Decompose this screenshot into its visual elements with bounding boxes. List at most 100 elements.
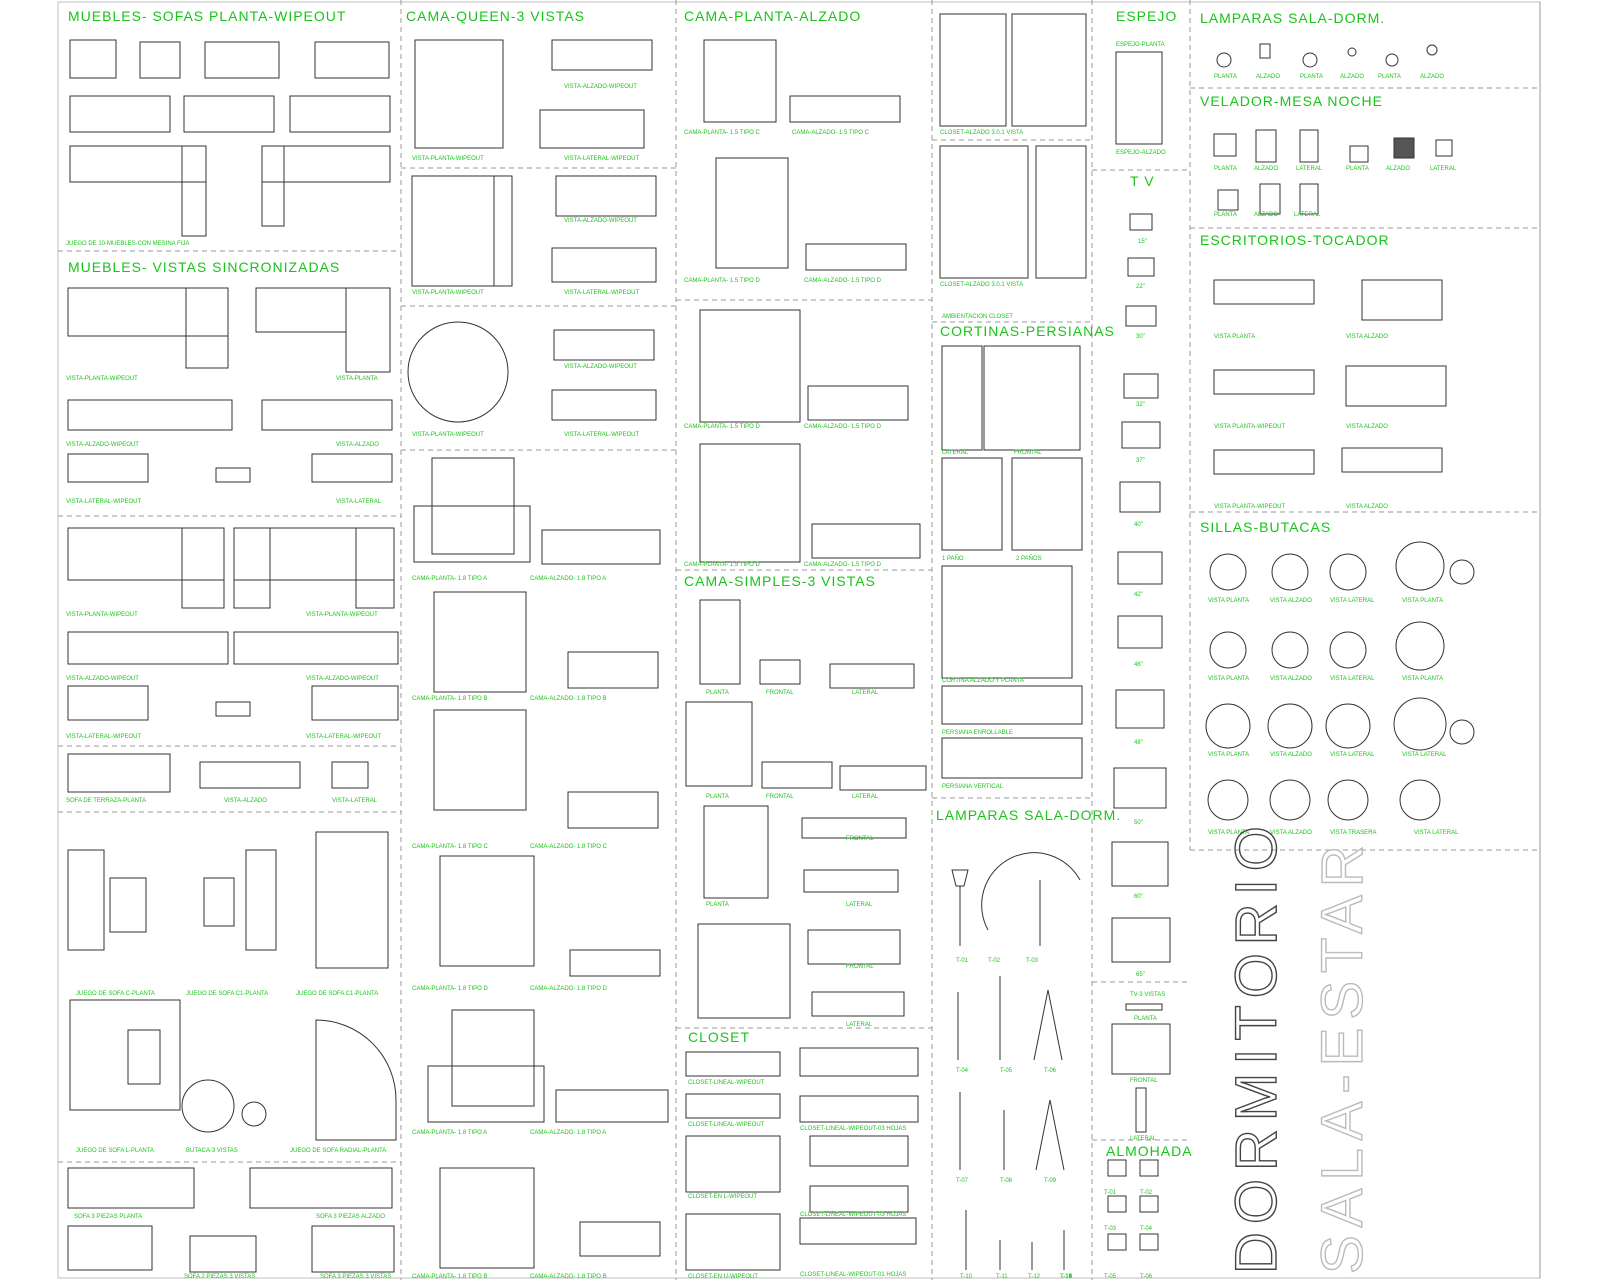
label-lamparas_top-2: PLANTA (1300, 74, 1323, 80)
label-queen-11: CAMA-PLANTA- 1.8 TIPO B (412, 696, 487, 702)
label-queen-13: CAMA-PLANTA- 1.8 TIPO C (412, 844, 488, 850)
label-sillas-14: VISTA TRASERA (1330, 830, 1376, 836)
closet-elevation-symbols (939, 13, 1087, 279)
label-vistas-13: VISTA-ALZADO (224, 798, 267, 804)
label-queen-10: CAMA-ALZADO- 1.8 TIPO A (530, 576, 606, 582)
label-queen-15: CAMA-PLANTA- 1.8 TIPO D (412, 986, 488, 992)
label-lamparas-5: T-06 (1044, 1068, 1057, 1074)
label-escritorios-4: VISTA PLANTA-WIPEOUT (1214, 504, 1285, 510)
label-tv-4: 37" (1136, 458, 1145, 464)
label-lamparas-1: T-02 (988, 958, 1001, 964)
label-queen-17: CAMA-PLANTA- 1.8 TIPO A (412, 1130, 487, 1136)
label-queen-0: VISTA-ALZADO-WIPEOUT (564, 84, 637, 90)
big-title-sala-estar: SALA-ESTAR (1309, 837, 1375, 1275)
label-simples-4: FRONTAL (766, 794, 794, 800)
label-tv-2: 30" (1136, 334, 1145, 340)
label-tv-6: 42" (1134, 592, 1143, 598)
label-velador-7: ALZADO (1254, 212, 1278, 218)
label-simples-3: PLANTA (706, 794, 729, 800)
title-planta-alzado: CAMA-PLANTA-ALZADO (684, 8, 861, 24)
label-lamparas-8: T-09 (1044, 1178, 1057, 1184)
label-planta_alzado-1: CAMA-ALZADO- 1.5 TIPO C (792, 130, 870, 136)
label-sofas-0: JUEGO DE 10-MUEBLES-CON MESINA FIJA (66, 241, 189, 247)
label-vistas-3: VISTA-ALZADO (336, 442, 379, 448)
label-queen-6: VISTA-ALZADO-WIPEOUT (564, 364, 637, 370)
right-column-symbols (1213, 43, 1453, 475)
label-vistas-16: JUEGO DE SOFA C1-PLANTA (186, 991, 268, 997)
label-almohada-1: T-02 (1140, 1190, 1153, 1196)
label-queen-16: CAMA-ALZADO- 1.8 TIPO D (530, 986, 608, 992)
label-queen-3: VISTA-ALZADO-WIPEOUT (564, 218, 637, 224)
label-vistas-14: VISTA-LATERAL (332, 798, 378, 804)
title-velador: VELADOR-MESA NOCHE (1200, 93, 1383, 109)
label-closet-2: CLOSET-LINEAL-WIPEOUT-03 HOJAS (800, 1126, 906, 1132)
label-velador-2: LATERAL (1296, 166, 1323, 172)
label-almohada-2: T-03 (1104, 1226, 1117, 1232)
label-queen-12: CAMA-ALZADO- 1.8 TIPO B (530, 696, 607, 702)
bed-plan-elevation-symbols (699, 39, 921, 563)
label-queen-19: CAMA-PLANTA- 1.8 TIPO B (412, 1274, 487, 1280)
label-vistas-19: BUTACA-3 VISTAS (186, 1148, 238, 1154)
label-queen-9: CAMA-PLANTA- 1.8 TIPO A (412, 576, 487, 582)
label-vistas-5: VISTA-LATERAL (336, 499, 382, 505)
big-text-line2: SALA-ESTAR (1310, 837, 1375, 1274)
title-cortinas: CORTINAS-PERSIANAS (940, 323, 1115, 339)
label-escritorios-5: VISTA ALZADO (1346, 504, 1388, 510)
label-lamparas-9: T-10 (960, 1274, 973, 1280)
label-lamparas-14: T-15 (1060, 1274, 1073, 1280)
label-almohada-4: T-05 (1104, 1274, 1117, 1280)
closet-symbols (685, 1047, 919, 1271)
label-planta_alzado-7: CAMA-ALZADO- 1.5 TIPO D (804, 562, 882, 568)
label-lamparas_top-3: ALZADO (1340, 74, 1364, 80)
label-vistas-18: JUEGO DE SOFA L-PLANTA (76, 1148, 154, 1154)
label-vistas-2: VISTA-ALZADO-WIPEOUT (66, 442, 139, 448)
label-closet-1: CLOSET-LINEAL-WIPEOUT (688, 1122, 765, 1128)
label-lamparas-0: T-01 (956, 958, 969, 964)
label-cortinas-4: CORTINA ALZADO Y PLANTA (942, 678, 1024, 684)
label-sillas-11: VISTA LATERAL (1402, 752, 1447, 758)
title-simples: CAMA-SIMPLES-3 VISTAS (684, 573, 876, 589)
label-tv-10: 60" (1134, 894, 1143, 900)
label-closet-5: CLOSET-EN U-WIPEOUT (688, 1274, 758, 1280)
label-closet-0: CLOSET-LINEAL-WIPEOUT (688, 1080, 765, 1086)
label-planta_alzado-5: CAMA-ALZADO- 1.5 TIPO D (804, 424, 882, 430)
label-queen-8: VISTA-LATERAL-WIPEOUT (564, 432, 639, 438)
section-titles: MUEBLES- SOFAS PLANTA-WIPEOUT MUEBLES- V… (68, 8, 1389, 1159)
single-bed-symbols (685, 599, 927, 1019)
label-lamparas-10: T-11 (996, 1274, 1008, 1280)
chair-symbols (1205, 541, 1475, 821)
label-tv3-2: FRONTAL (1130, 1078, 1158, 1084)
label-sillas-15: VISTA LATERAL (1414, 830, 1459, 836)
title-sofas: MUEBLES- SOFAS PLANTA-WIPEOUT (68, 8, 346, 24)
label-almohada-3: T-04 (1140, 1226, 1153, 1232)
label-escritorios-3: VISTA ALZADO (1346, 424, 1388, 430)
label-queen-14: CAMA-ALZADO- 1.8 TIPO C (530, 844, 608, 850)
label-lamparas_top-5: ALZADO (1420, 74, 1444, 80)
label-vistas-15: JUEGO DE SOFA C-PLANTA (76, 991, 155, 997)
label-velador-1: ALZADO (1254, 166, 1278, 172)
label-planta_alzado-0: CAMA-PLANTA- 1.5 TIPO C (684, 130, 760, 136)
label-tv-3: 32" (1136, 402, 1145, 408)
sofa-plan-symbols (69, 39, 391, 237)
label-tv3-3: LATERAL (1130, 1136, 1157, 1142)
label-cortinas-1: FRONTAL (1014, 450, 1042, 456)
title-lamparas: LAMPARAS SALA-DORM. (936, 807, 1121, 823)
label-closet-6: CLOSET-LINEAL-WIPEOUT-01 HOJAS (800, 1272, 906, 1278)
label-vistas-1: VISTA-PLANTA (336, 376, 378, 382)
label-lamparas-13: T-14 (1060, 1274, 1073, 1280)
label-sillas-1: VISTA ALZADO (1270, 598, 1312, 604)
mirror-tv-symbols (1107, 51, 1171, 1251)
label-vistas-10: VISTA-LATERAL-WIPEOUT (66, 734, 141, 740)
label-escritorios-0: VISTA PLANTA (1214, 334, 1255, 340)
label-queen-4: VISTA-PLANTA-WIPEOUT (412, 290, 484, 296)
title-closet: CLOSET (688, 1029, 750, 1045)
label-queen-18: CAMA-ALZADO- 1.8 TIPO A (530, 1130, 606, 1136)
label-vistas-4: VISTA-LATERAL-WIPEOUT (66, 499, 141, 505)
title-espejo: ESPEJO (1116, 8, 1177, 24)
big-title-dormitorio: DORMITORIO (1223, 817, 1289, 1274)
label-vistas-6: VISTA-PLANTA-WIPEOUT (66, 612, 138, 618)
label-tv-5: 40" (1134, 522, 1143, 528)
label-closet_top-1: CLOSET-ALZADO 3.0.1 VISTA (940, 282, 1023, 288)
